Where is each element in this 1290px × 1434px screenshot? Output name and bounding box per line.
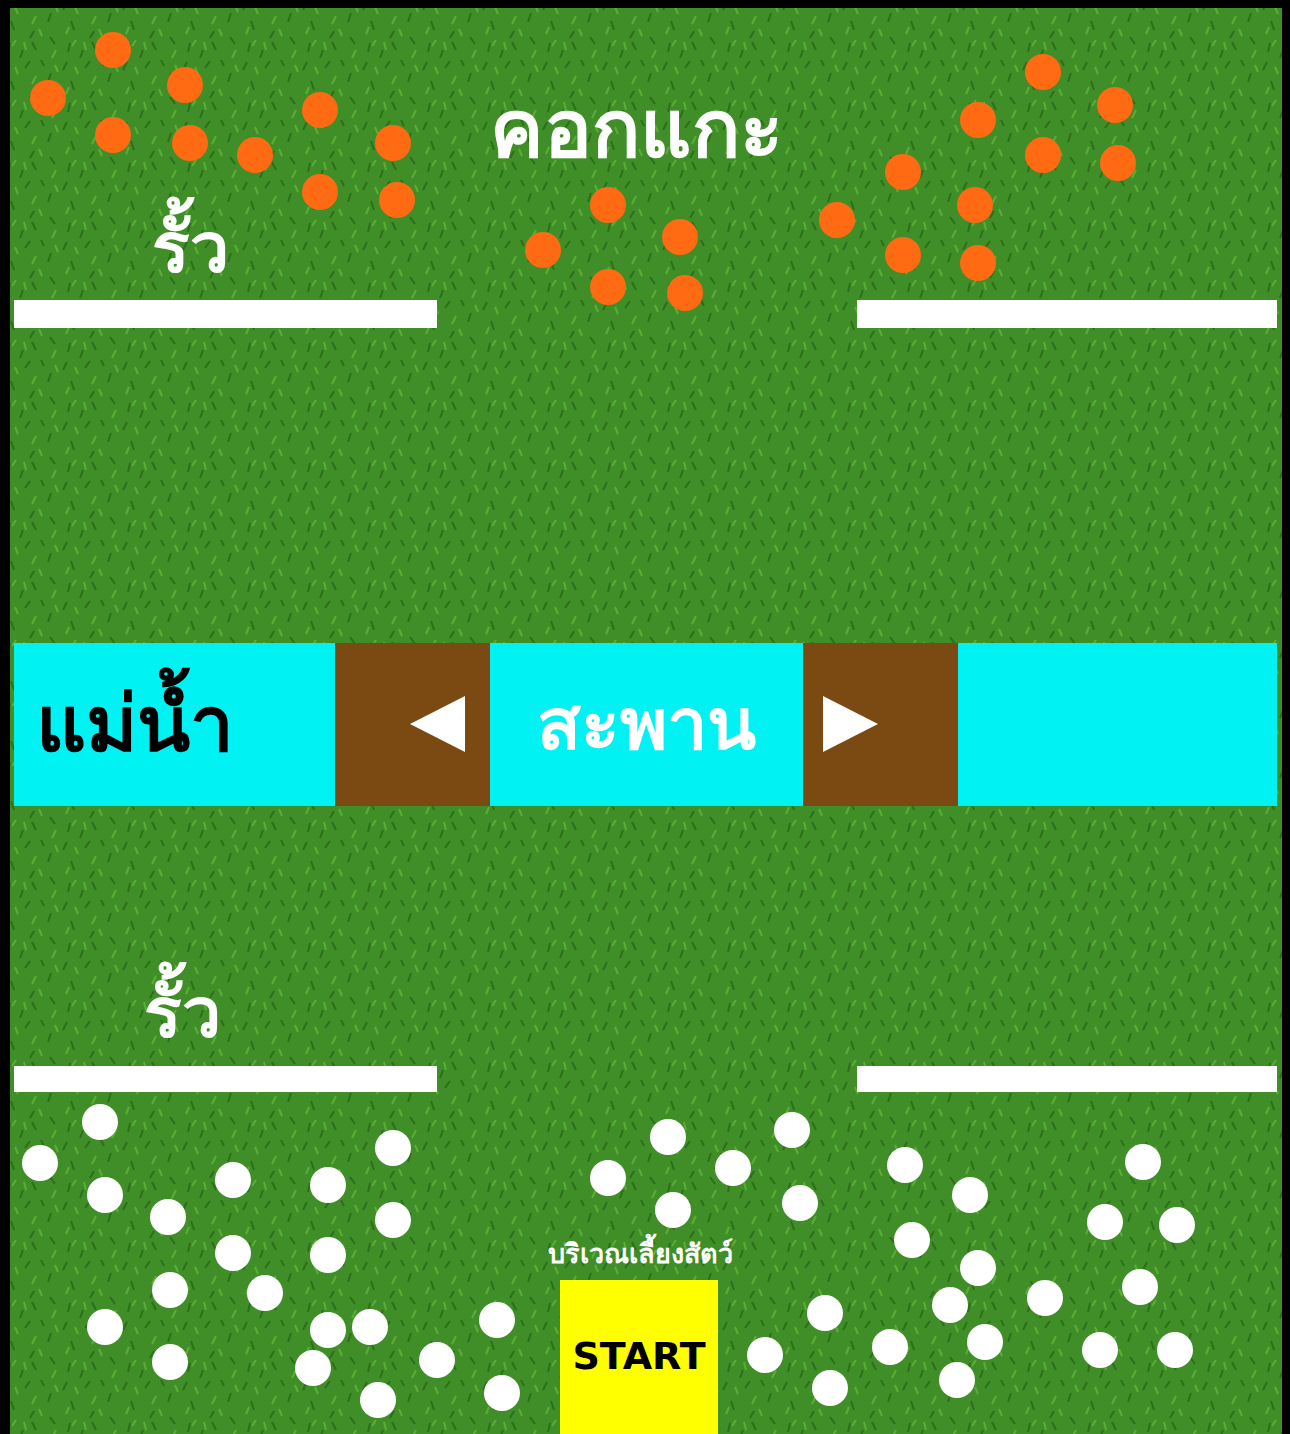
fence-bar (857, 300, 1277, 328)
start-label: START (572, 1336, 705, 1378)
grass (10, 8, 1282, 1434)
fence-bar (14, 300, 437, 328)
orange-dots (30, 32, 1136, 311)
fence-bar (857, 1066, 1277, 1092)
bridge-deck (335, 643, 490, 806)
pen-label: คอกแกะ (490, 86, 783, 174)
river-label: แม่น้ำ (36, 682, 234, 768)
fence-label: รั้ว (144, 975, 221, 1052)
bridge-arrow (823, 696, 878, 752)
area-label: บริเวณเลี้ยงสัตว์ (548, 1239, 733, 1269)
start-box: START (560, 1280, 718, 1434)
fence-label: รั้ว (152, 210, 229, 287)
bridge-deck (803, 643, 958, 806)
white-dots (22, 1104, 1195, 1418)
bridge-arrow (410, 696, 465, 752)
fence-bar (14, 1066, 437, 1092)
river-band: แม่น้ำ สะพาน (14, 643, 1277, 806)
bridge: สะพาน (335, 643, 958, 806)
bridge-label: สะพาน (537, 685, 756, 764)
